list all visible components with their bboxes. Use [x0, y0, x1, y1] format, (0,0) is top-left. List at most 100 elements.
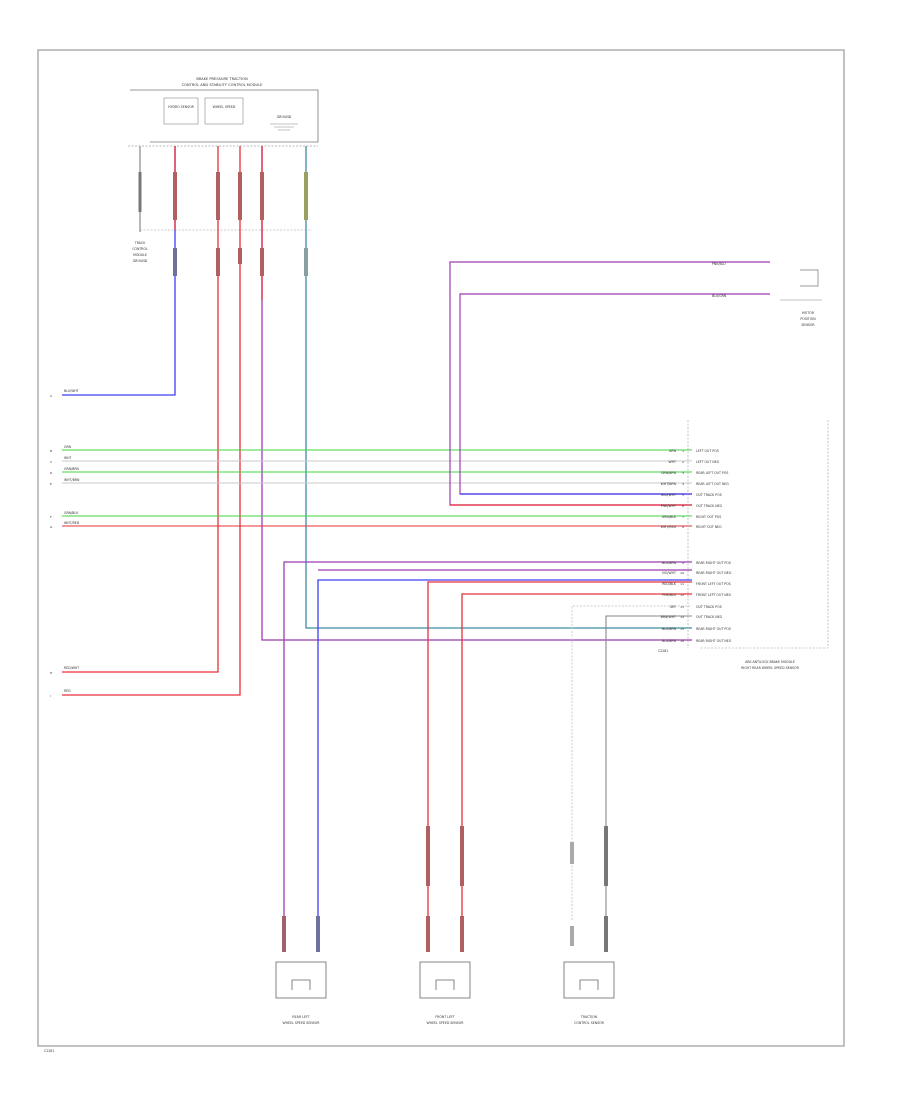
pin-func-16: REAR RIGHT OUT NEG — [696, 639, 732, 643]
left-terminal-wire-h: RED/WHT — [64, 666, 79, 670]
left-terminal-wire-e: WHT/BRN — [64, 478, 80, 482]
wire-grn-gray-insulation — [304, 172, 308, 220]
lower-insulation-8 — [604, 826, 608, 886]
wire-pnk-blu — [449, 261, 770, 506]
pin-func-10: REAR RIGHT OUT NEG — [696, 571, 732, 575]
pin-wire-2: WHT — [669, 460, 677, 464]
pin-num-5: 5 — [682, 493, 684, 497]
left-terminal-wire-c: WHT — [64, 456, 72, 460]
lower-insulation-1 — [282, 916, 286, 952]
wire-grn-gray-insulation-2 — [304, 248, 308, 276]
pin-wire-8: WHT/RED — [661, 525, 677, 529]
wire-blu-wht-insulation-2 — [173, 248, 177, 276]
lower-insulation-2 — [316, 916, 320, 952]
pin-num-2: 2 — [682, 460, 684, 464]
lower-insulation-4 — [460, 826, 464, 886]
ground-device-line-3: MODULE — [133, 253, 147, 257]
pin-func-15: REAR RIGHT OUT POS — [696, 627, 731, 631]
ground-device-line-1: TRACK — [134, 241, 146, 245]
right-connector-title-1: ABS ANTILOCK BRAKE MODULE — [745, 660, 795, 664]
left-terminal-mark-h: H — [50, 671, 52, 675]
module-inner-box-hydro — [163, 97, 199, 125]
left-terminal-wire-g: WHT/RED — [64, 521, 80, 525]
pin-num-16: 16 — [680, 639, 684, 643]
brake-module: BRAKE PRESSURE TRACTION CONTROL AND STAB… — [128, 77, 319, 147]
wire-red-violet — [261, 146, 692, 641]
pin-num-6: 6 — [682, 504, 684, 508]
pin-wire-14: BRN/WHT — [661, 615, 676, 619]
pin-wire-9: BLU/BRN — [662, 561, 677, 565]
motor-wire-label-2: BLU/GRN — [712, 294, 727, 298]
pin-func-9: REAR RIGHT OUT POS — [696, 561, 731, 565]
sensor-rear-left-symbol — [291, 979, 311, 990]
pin-func-2: LEFT OUT NEG — [696, 460, 720, 464]
sensor-rear-left: REAR LEFT WHEEL SPEED SENSOR — [275, 961, 327, 1025]
wire-grn-gray — [305, 146, 692, 629]
pin-num-11: 11 — [680, 582, 684, 586]
pin-num-15: 15 — [680, 627, 684, 631]
wire-red-insulation — [238, 172, 242, 220]
right-connector-footer: C2281 — [658, 649, 668, 653]
lower-insulation-7 — [570, 842, 574, 864]
motor-position-sensor: MOTOR POSITION SENSOR — [780, 269, 822, 327]
left-terminal-mark-i: I — [50, 694, 51, 698]
lower-insulation-6 — [460, 916, 464, 952]
module-ground-symbol — [270, 123, 298, 131]
module-inner-label-speed: WHEEL SPEED — [213, 105, 236, 109]
pin-wire-3: GRN/BRN — [661, 471, 677, 475]
wire-red-blk-front — [427, 581, 692, 920]
left-terminal-mark-b: B — [50, 449, 52, 453]
left-terminal-mark-f: F — [50, 515, 52, 519]
pin-num-9: 9 — [682, 561, 684, 565]
left-terminals: A BLU/WHT B GRN C WHT D GRN/BRN E WHT/BR… — [50, 389, 80, 698]
lower-insulation-3 — [426, 826, 430, 886]
ground-wire: TRACK CONTROL MODULE GROUND — [132, 146, 148, 263]
pin-wire-16: BLU/BRN — [662, 639, 677, 643]
pin-func-4: REAR LEFT OUT NEG — [696, 482, 729, 486]
pin-wire-11: RED/BLK — [662, 582, 677, 586]
ground-device-line-2: CONTROL — [132, 247, 148, 251]
pin-func-12: FRONT LEFT OUT NEG — [696, 593, 732, 597]
left-terminal-wire-d: GRN/BRN — [64, 467, 80, 471]
pin-func-14: OUT TRACK NEG — [696, 615, 723, 619]
motor-sensor-label-2: POSITION — [800, 317, 816, 321]
wire-blu-grn — [459, 293, 770, 495]
motor-sensor-label-1: MOTOR — [802, 311, 815, 315]
wire-pnk-blu-front — [461, 593, 692, 920]
pin-wire-12: PNK/BLU — [662, 593, 676, 597]
left-terminal-wire-b: GRN — [64, 445, 72, 449]
sensor-traction-body — [563, 961, 615, 999]
left-terminal-mark-e: E — [50, 482, 52, 486]
sensor-traction-label-1: TRACTION — [580, 1015, 598, 1019]
pin-func-8: RIGHT OUT NEG — [696, 525, 722, 529]
footer-code: C2281 — [44, 1049, 54, 1053]
sensor-front-left-body — [419, 961, 471, 999]
diagram-frame — [37, 49, 845, 1047]
right-connector-title-2: RIGHT REAR WHEEL SPEED SENSOR — [741, 666, 799, 670]
pin-wire-5: BLU/WHT — [661, 493, 676, 497]
ground-device-line-4: GROUND — [133, 259, 148, 263]
module-inner-label-hydro: HYDRO SENSOR — [168, 105, 194, 109]
wire-gry-track — [571, 605, 692, 920]
pin-wire-10: VIO/WHT — [662, 571, 676, 575]
pin-num-1: 1 — [682, 449, 684, 453]
wire-blu-wht — [62, 146, 176, 396]
wire-red-violet-insulation-2 — [260, 248, 264, 276]
pin-func-7: RIGHT OUT POS — [696, 515, 721, 519]
sensor-front-left-label-1: FRONT LEFT — [435, 1015, 454, 1019]
sensor-traction-label-2: CONTROL SENSOR — [574, 1021, 605, 1025]
left-terminal-mark-g: G — [50, 525, 53, 529]
right-connector: C2281 ABS ANTILOCK BRAKE MODULE RIGHT RE… — [658, 420, 829, 670]
wire-red — [62, 146, 241, 696]
pin-num-13: 13 — [680, 605, 684, 609]
sensor-front-left: FRONT LEFT WHEEL SPEED SENSOR — [419, 961, 471, 1025]
wire-red-wht-insulation — [216, 172, 220, 220]
wire-red-violet-insulation — [260, 172, 264, 220]
lower-insulation-10 — [604, 916, 608, 952]
pin-wire-15: BLU/BRN — [662, 627, 677, 631]
pin-func-3: REAR LEFT OUT POS — [696, 471, 728, 475]
wire-brn-wht-track — [605, 615, 692, 920]
pin-num-8: 8 — [682, 525, 684, 529]
pin-num-7: 7 — [682, 515, 684, 519]
pin-num-12: 12 — [680, 593, 684, 597]
